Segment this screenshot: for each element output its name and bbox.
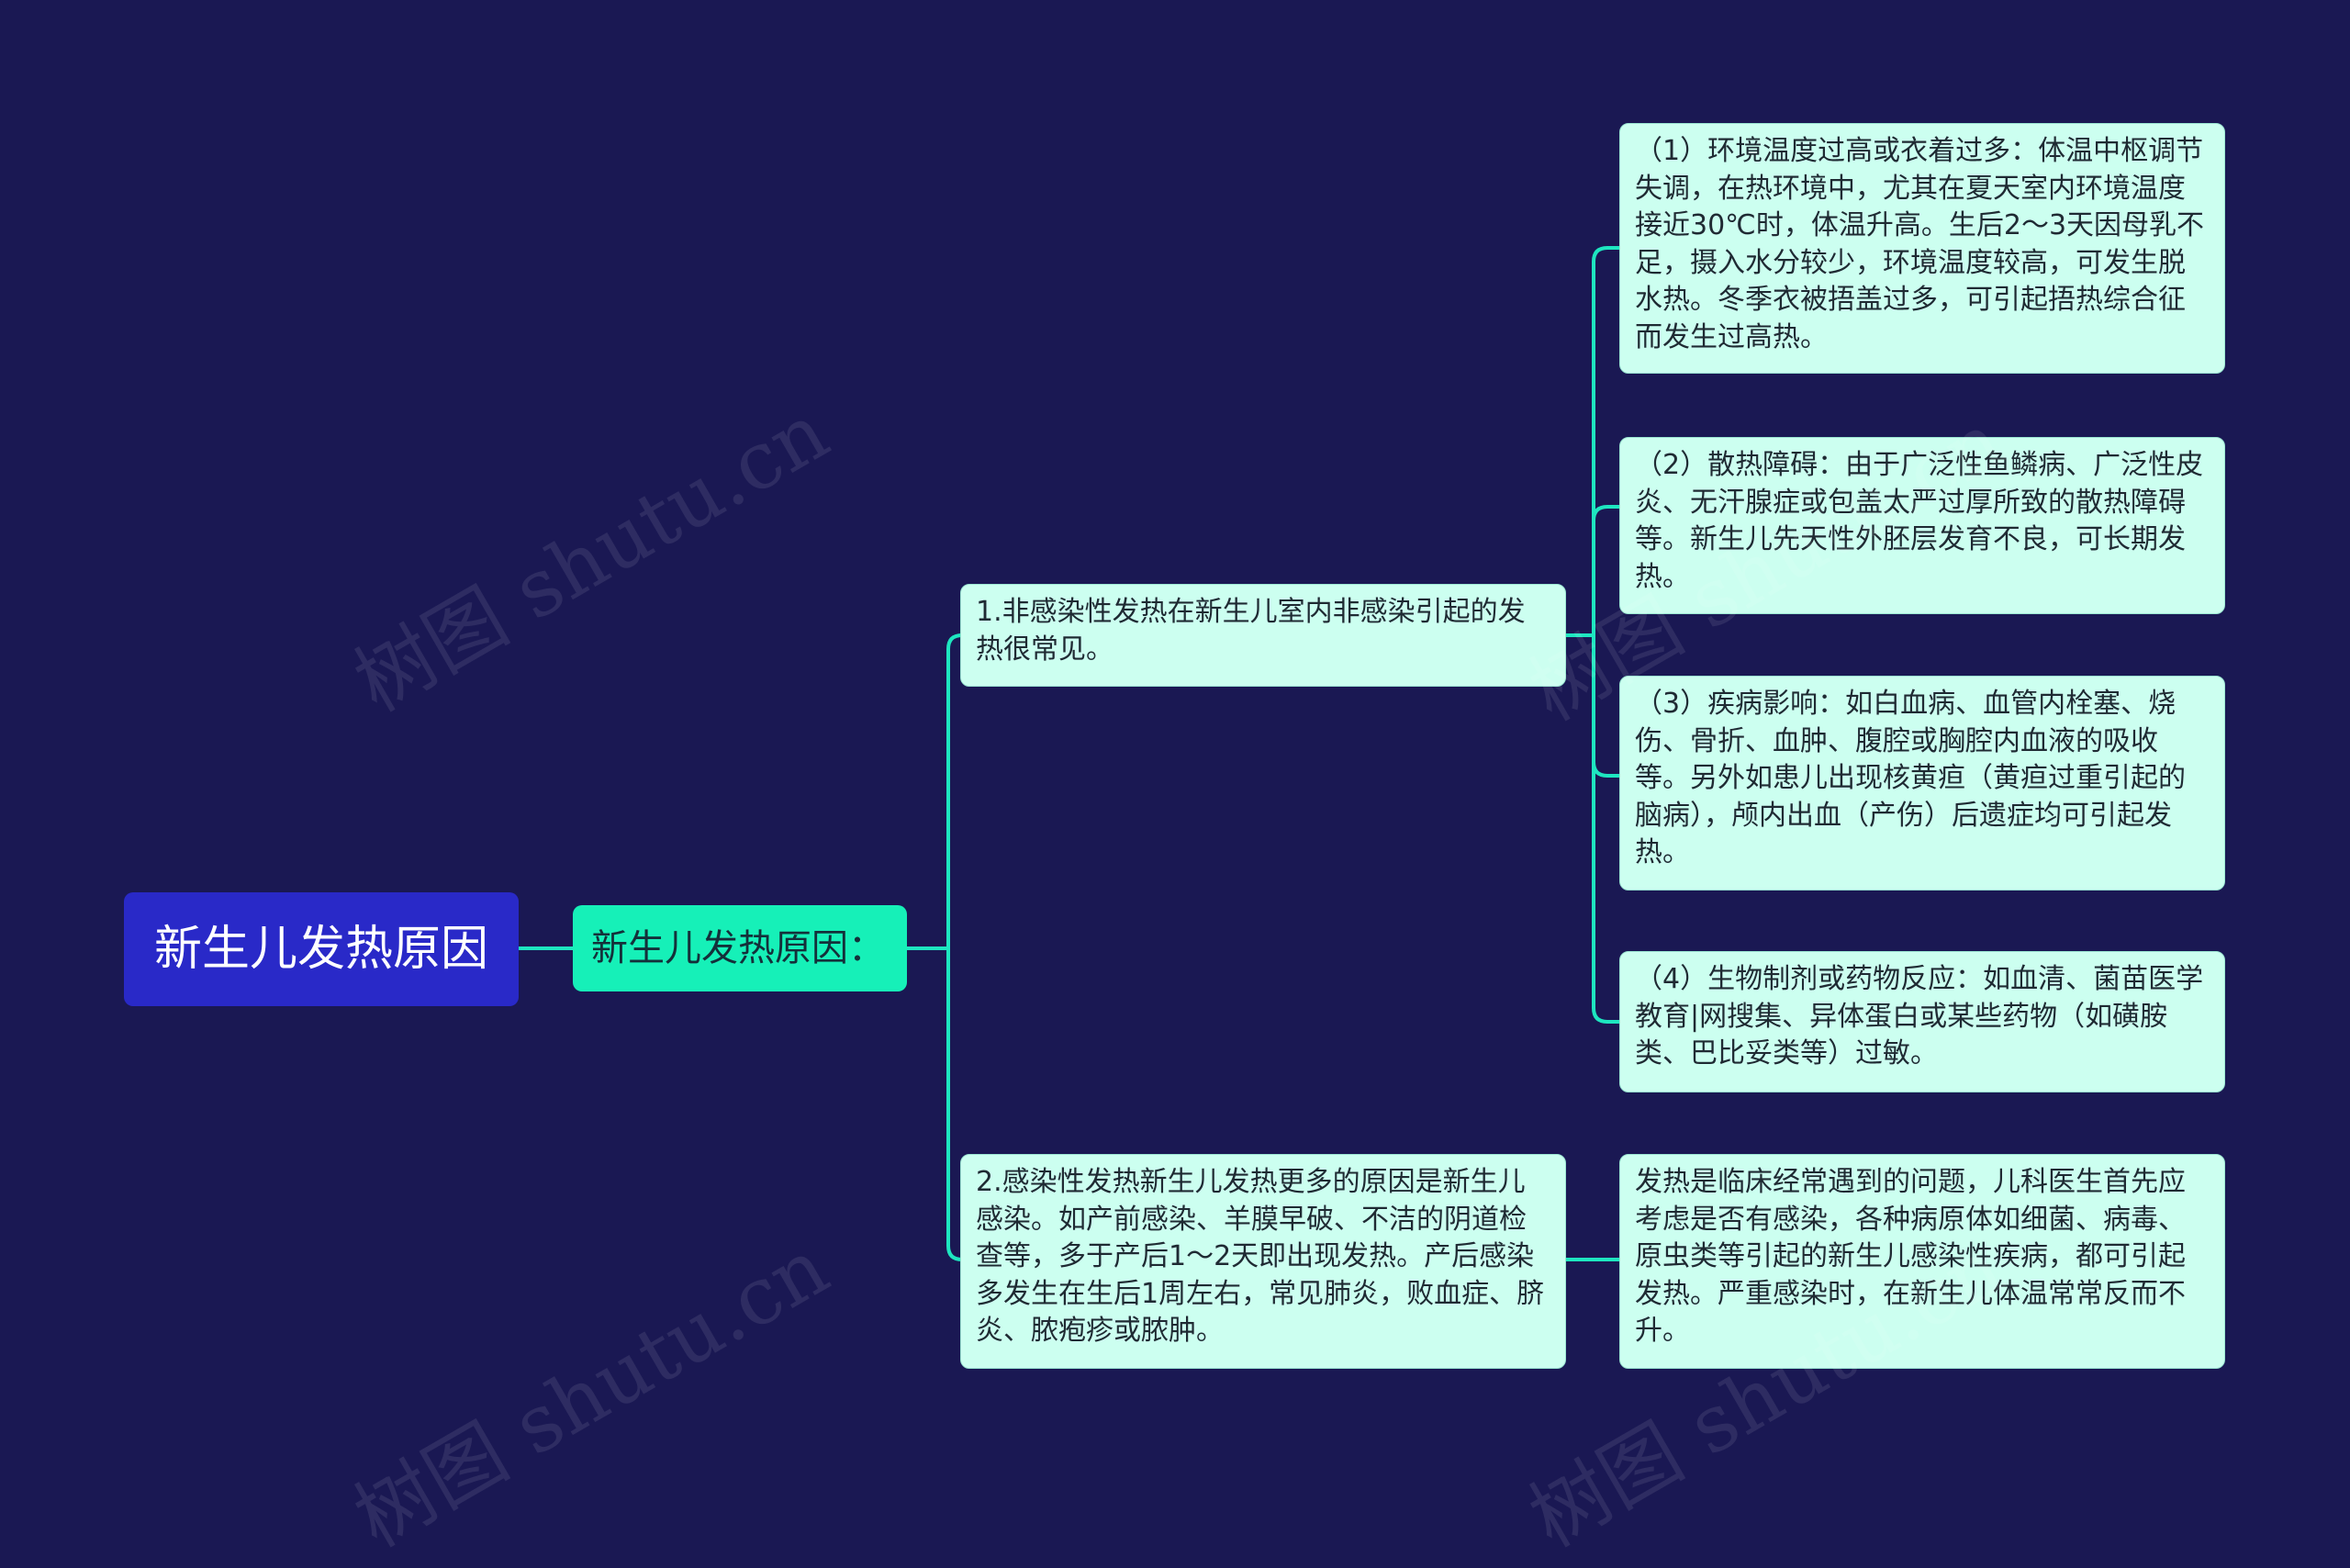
leaf-node-disease[interactable]: （3）疾病影响：如白血病、血管内栓塞、烧伤、骨折、血肿、腹腔或胸腔内血液的吸收等… xyxy=(1619,676,2225,890)
branch-node-noninfectious[interactable]: 1.非感染性发热在新生儿室内非感染引起的发热很常见。 xyxy=(960,584,1566,687)
leaf-node-drug-reaction[interactable]: （4）生物制剂或药物反应：如血清、菌苗医学教育|网搜集、异体蛋白或某些药物（如磺… xyxy=(1619,951,2225,1092)
link-branch1-children xyxy=(1564,246,1621,1024)
mind-map-canvas: 新生儿发热原因 新生儿发热原因： 1.非感染性发热在新生儿室内非感染引起的发热很… xyxy=(124,123,2225,1565)
leaf-node-infection-note[interactable]: 发热是临床经常遇到的问题，儿科医生首先应考虑是否有感染，各种病原体如细菌、病毒、… xyxy=(1619,1154,2225,1369)
leaf-node-heat-dissipation[interactable]: （2）散热障碍：由于广泛性鱼鳞病、广泛性皮炎、无汗腺症或包盖太严过厚所致的散热障… xyxy=(1619,437,2225,614)
leaf-node-environment[interactable]: （1）环境温度过高或衣着过多：体温中枢调节失调，在热环境中，尤其在夏天室内环境温… xyxy=(1619,123,2225,374)
link-sub-branches xyxy=(905,633,964,1261)
branch-node-infectious[interactable]: 2.感染性发热新生儿发热更多的原因是新生儿感染。如产前感染、羊膜早破、不洁的阴道… xyxy=(960,1154,1566,1369)
root-node[interactable]: 新生儿发热原因 xyxy=(124,892,519,1006)
connector-lines xyxy=(517,246,1621,1261)
subtopic-node[interactable]: 新生儿发热原因： xyxy=(573,905,907,991)
